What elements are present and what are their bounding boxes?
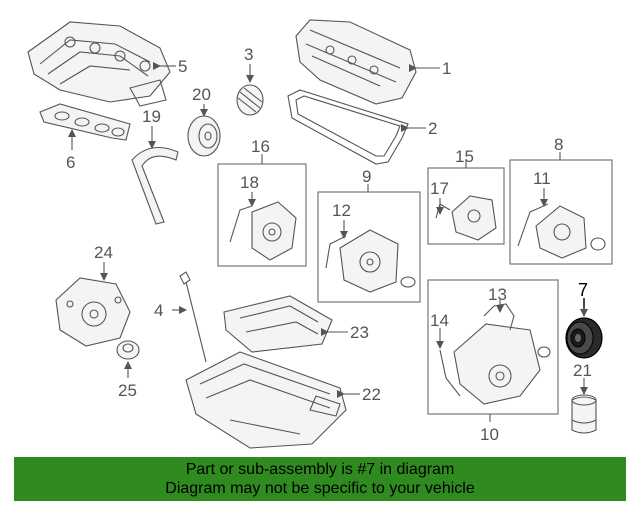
callout-20: 20 (192, 85, 211, 104)
notice-banner: Part or sub-assembly is #7 in diagram Di… (14, 457, 626, 501)
timing-cover-upper-part[interactable] (229, 201, 297, 261)
baffle-plate-part[interactable] (223, 295, 333, 353)
callout-5: 5 (178, 57, 187, 76)
callout-18: 18 (240, 173, 259, 192)
crankshaft-pulley-part-highlighted[interactable] (565, 317, 603, 359)
cover-gasket-part[interactable] (483, 303, 515, 331)
timing-cover-middle-part[interactable] (325, 229, 416, 293)
callout-9: 9 (362, 167, 371, 186)
box-8 (509, 159, 613, 265)
callout-25: 25 (118, 381, 137, 400)
intake-manifold-part[interactable] (27, 21, 171, 107)
valve-cover-gasket-part[interactable] (287, 89, 409, 165)
front-cover-part[interactable] (439, 323, 551, 405)
timing-belt-part[interactable] (131, 146, 179, 225)
callout-23: 23 (350, 323, 369, 342)
callout-3: 3 (244, 45, 253, 64)
callout-19: 19 (142, 107, 161, 126)
callout-14: 14 (430, 311, 449, 330)
callout-2: 2 (428, 119, 437, 138)
callout-21: 21 (573, 361, 592, 380)
callout-8: 8 (554, 135, 563, 154)
oil-strainer-part[interactable] (116, 340, 140, 360)
callout-13: 13 (488, 285, 507, 304)
oil-pan-part[interactable] (185, 351, 347, 449)
callout-6: 6 (66, 153, 75, 172)
dipstick-part[interactable] (179, 271, 207, 363)
callout-7: 7 (578, 280, 588, 300)
callout-15: 15 (455, 147, 474, 166)
oil-filter-part[interactable] (571, 394, 597, 434)
callout-12: 12 (332, 201, 351, 220)
intake-gasket-part[interactable] (39, 103, 131, 141)
callout-22: 22 (362, 385, 381, 404)
parts-diagram: 5 6 3 20 19 1 2 16 (27, 19, 613, 449)
cam-pulley-part[interactable] (187, 115, 221, 157)
callout-4: 4 (154, 301, 163, 320)
callout-11: 11 (533, 169, 551, 188)
callout-17: 17 (430, 179, 449, 198)
callout-1: 1 (442, 59, 451, 78)
valve-cover-part[interactable] (295, 19, 417, 105)
callout-16: 16 (251, 137, 270, 156)
notice-line-1: Part or sub-assembly is #7 in diagram (185, 461, 455, 478)
box-9 (317, 191, 421, 303)
callout-24: 24 (94, 243, 113, 262)
notice-line-2: Diagram may not be specific to your vehi… (165, 480, 475, 497)
oil-filler-cap-part[interactable] (236, 84, 264, 116)
oil-pump-part[interactable] (55, 277, 131, 347)
timing-cover-seal-part[interactable] (435, 195, 497, 241)
callout-10: 10 (480, 425, 499, 444)
box-10 (427, 279, 559, 415)
timing-cover-rear-part[interactable] (517, 203, 606, 259)
